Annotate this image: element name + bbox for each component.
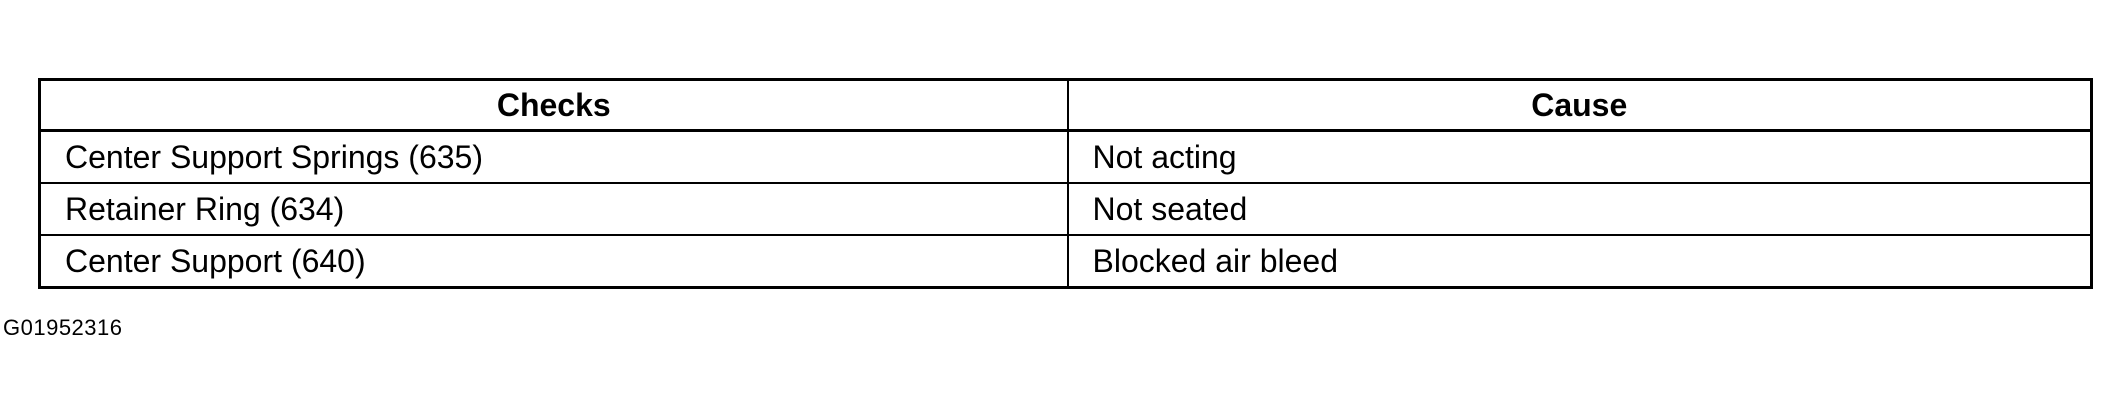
table-header-row: Checks Cause	[38, 78, 2093, 132]
table-row: Retainer Ring (634) Not seated	[38, 182, 2093, 236]
table-row: Center Support Springs (635) Not acting	[38, 129, 2093, 184]
header-checks: Checks	[38, 78, 1069, 132]
check-cell: Retainer Ring (634)	[38, 182, 1069, 236]
cause-cell: Not acting	[1066, 129, 2093, 184]
check-cell: Center Support (640)	[38, 234, 1069, 289]
header-cause: Cause	[1066, 78, 2093, 132]
check-cell: Center Support Springs (635)	[38, 129, 1069, 184]
cause-cell: Not seated	[1066, 182, 2093, 236]
table-row: Center Support (640) Blocked air bleed	[38, 234, 2093, 289]
figure-id: G01952316	[3, 315, 123, 340]
checks-cause-table: Checks Cause Center Support Springs (635…	[38, 78, 2093, 289]
cause-cell: Blocked air bleed	[1066, 234, 2093, 289]
